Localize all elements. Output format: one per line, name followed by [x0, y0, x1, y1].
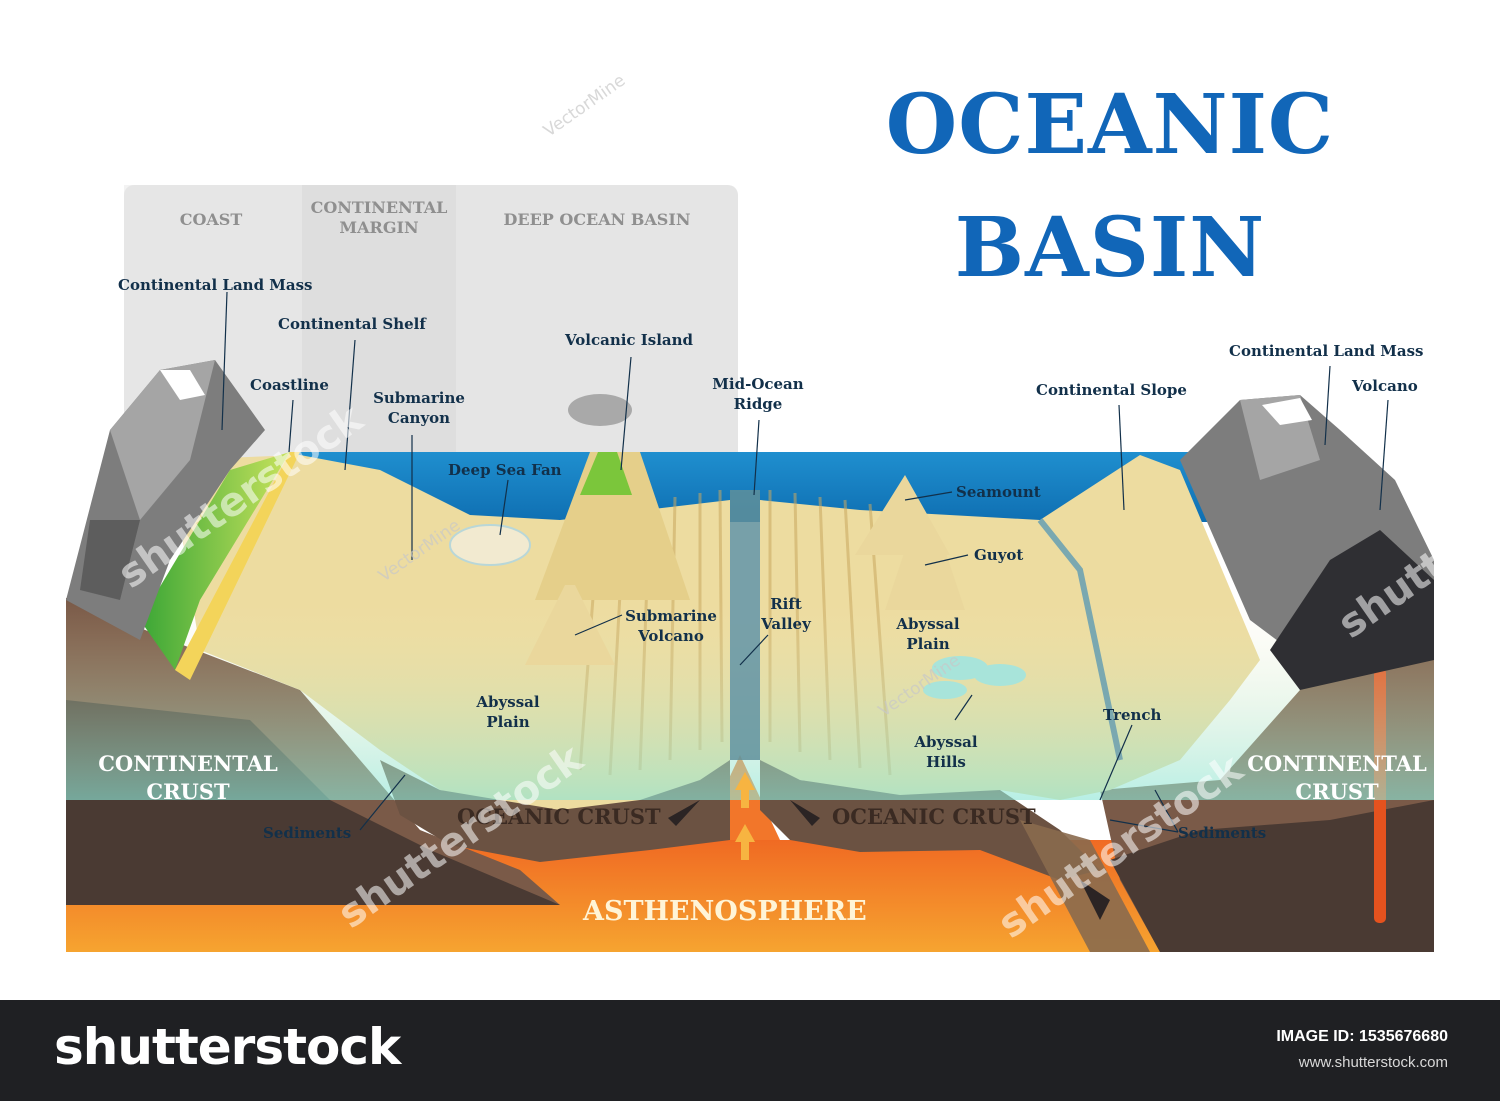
label-oceanic-crust-right: OCEANIC CRUST: [832, 804, 1036, 829]
right-mountains: [1180, 395, 1434, 690]
leader-lines: [221, 291, 1389, 833]
label-continental-land-mass-left: Continental Land Mass: [118, 276, 313, 294]
zone-coast: COAST: [179, 210, 243, 229]
label-continental-shelf: Continental Shelf: [278, 315, 426, 333]
label-guyot: Guyot: [974, 546, 1024, 564]
footer-image-id: IMAGE ID: 1535676680: [1276, 1028, 1448, 1045]
label-oceanic-crust-left: OCEANIC CRUST: [457, 804, 661, 829]
title-line-1: OCEANIC: [885, 77, 1335, 173]
volcanic-island: [535, 394, 690, 600]
deep-sea-fan: [449, 524, 531, 566]
label-sediments-left: Sediments: [263, 824, 352, 842]
label-volcano: Volcano: [1352, 377, 1418, 395]
label-continental-crust-left: CONTINENTAL CRUST: [98, 751, 278, 804]
diagram-illustration: [66, 185, 1434, 952]
plate-motion-arrows: [668, 800, 1110, 920]
coast-vegetation: [140, 452, 290, 670]
label-trench: Trench: [1103, 706, 1162, 724]
trench: [1037, 518, 1123, 761]
label-sediments-right: Sediments: [1178, 824, 1267, 842]
label-mid-ocean-ridge: Mid-Ocean Ridge: [712, 375, 804, 413]
label-abyssal-hills: Abyssal Hills: [914, 733, 978, 771]
seamount: [855, 475, 950, 555]
label-continental-land-mass-right: Continental Land Mass: [1229, 342, 1424, 360]
rift-valley: [730, 490, 760, 760]
guyot: [885, 550, 965, 610]
label-deep-sea-fan: Deep Sea Fan: [448, 461, 562, 479]
footer-site-link[interactable]: www.shutterstock.com: [1298, 1054, 1448, 1071]
footer-brand-logo[interactable]: shutterstock: [54, 1018, 401, 1076]
zone-continental-margin: CONTINENTAL MARGIN: [310, 198, 448, 237]
footer-bar: shutterstock IMAGE ID: 1535676680 www.sh…: [0, 1000, 1500, 1101]
title-line-2: BASIN: [954, 200, 1266, 296]
abyssal-hills: [923, 656, 1026, 699]
asthenosphere-arrows: [735, 772, 755, 860]
label-rift-valley: Rift Valley: [761, 595, 811, 633]
label-abyssal-plain-left: Abyssal Plain: [476, 693, 540, 731]
label-asthenosphere: ASTHENOSPHERE: [583, 896, 867, 927]
label-continental-crust-right: CONTINENTAL CRUST: [1247, 751, 1427, 804]
label-coastline: Coastline: [250, 376, 329, 394]
label-continental-slope: Continental Slope: [1036, 381, 1187, 399]
zone-deep-ocean-basin: DEEP OCEAN BASIN: [503, 210, 691, 229]
submarine-volcano: [525, 585, 615, 665]
oceanic-basin-diagram: COAST CONTINENTAL MARGIN DEEP OCEAN BASI…: [66, 70, 1434, 952]
label-abyssal-plain-right: Abyssal Plain: [896, 615, 960, 653]
label-submarine-volcano: Submarine Volcano: [625, 607, 717, 645]
label-seamount: Seamount: [956, 483, 1041, 501]
label-submarine-canyon: Submarine Canyon: [373, 389, 465, 427]
oceanic-crust-right: [760, 740, 1100, 880]
label-volcanic-island: Volcanic Island: [565, 331, 694, 349]
left-mountains: [66, 360, 265, 640]
